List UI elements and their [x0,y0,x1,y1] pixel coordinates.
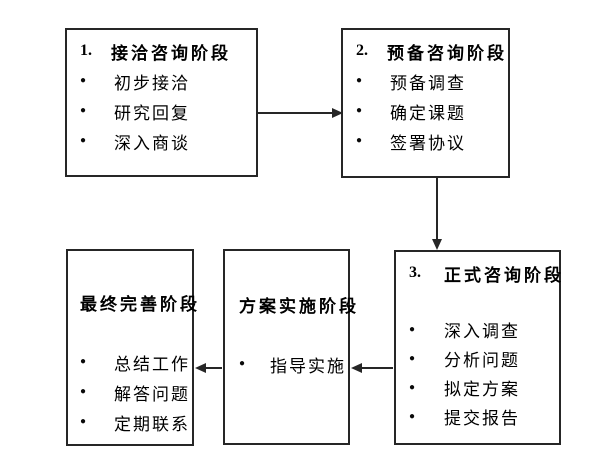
bullet-icon: ● [409,381,416,393]
stage-item-label: 提交报告 [444,409,520,428]
bullet-icon: ● [409,410,416,422]
stage-item-label: 签署协议 [390,133,466,153]
bullet-icon: ● [80,75,87,86]
bullet-icon: ● [356,135,363,146]
list-item: ● 定期联系 [68,407,192,437]
stage-item-label: 深入调查 [444,322,520,341]
arrow-stage2-to-stage3 [432,178,442,250]
stage-header: 2. 预备咨询阶段 [343,36,508,66]
stage-item-label: 研究回复 [114,103,190,123]
stage-header: 方案实施阶段 [225,289,356,319]
bullet-icon: ● [356,75,363,86]
list-item: ● 深入调查 [396,315,559,344]
stage-header: 1. 接洽咨询阶段 [67,36,256,66]
arrow-stage1-to-stage2 [258,108,343,118]
bullet-icon: ● [80,356,87,367]
stage-box-preparatory-consulting: 2. 预备咨询阶段 ● 预备调查 ● 确定课题 ● 签署协议 [341,28,510,178]
stage-title: 接洽咨询阶段 [111,43,231,63]
stage-item-label: 确定课题 [390,103,466,123]
list-item: ● 拟定方案 [396,373,559,402]
stage-item-list: ● 总结工作 ● 解答问题 ● 定期联系 [68,347,192,437]
list-item: ● 提交报告 [396,402,559,431]
bullet-icon: ● [80,416,87,427]
bullet-icon: ● [80,105,87,116]
arrow-implementation-to-final [195,363,222,373]
stage-title: 正式咨询阶段 [444,265,564,285]
stage-box-formal-consulting: 3. 正式咨询阶段 ● 深入调查 ● 分析问题 ● 拟定方案 ● 提交报告 [394,250,561,445]
stage-item-label: 指导实施 [270,356,346,376]
list-item: ● 指导实施 [225,349,348,379]
list-item: ● 预备调查 [343,66,508,96]
list-item: ● 分析问题 [396,344,559,373]
stage-item-label: 总结工作 [114,354,190,374]
bullet-icon: ● [80,386,87,397]
stage-box-final-improvement: 最终完善阶段 ● 总结工作 ● 解答问题 ● 定期联系 [66,249,197,446]
stage-number: 2. [356,42,368,59]
bullet-icon: ● [409,352,416,364]
list-item: ● 确定课题 [343,96,508,126]
stage-title: 方案实施阶段 [239,296,359,316]
arrow-stage3-to-implementation [351,363,393,373]
list-item: ● 初步接洽 [67,66,256,96]
bullet-icon: ● [356,105,363,116]
list-item: ● 解答问题 [68,377,192,407]
list-item: ● 研究回复 [67,96,256,126]
stage-item-list: ● 初步接洽 ● 研究回复 ● 深入商谈 [67,66,256,156]
stage-box-plan-implementation: 方案实施阶段 ● 指导实施 [223,249,356,445]
stage-item-label: 定期联系 [114,414,190,434]
bullet-icon: ● [80,135,87,146]
stage-item-list: ● 深入调查 ● 分析问题 ● 拟定方案 ● 提交报告 [396,315,559,431]
list-item: ● 深入商谈 [67,126,256,156]
list-item: ● 签署协议 [343,126,508,156]
stage-title: 最终完善阶段 [80,294,200,314]
bullet-icon: ● [409,323,416,335]
stage-item-label: 初步接洽 [114,73,190,93]
stage-item-label: 预备调查 [390,73,466,93]
list-item: ● 总结工作 [68,347,192,377]
bullet-icon: ● [239,358,246,369]
stage-item-label: 拟定方案 [444,380,520,399]
stage-header: 最终完善阶段 [68,287,197,317]
stage-item-label: 分析问题 [444,351,520,370]
stage-item-label: 深入商谈 [114,133,190,153]
stage-number: 1. [80,42,92,59]
stage-header: 3. 正式咨询阶段 [396,258,561,288]
stage-number: 3. [409,264,421,281]
stage-item-list: ● 预备调查 ● 确定课题 ● 签署协议 [343,66,508,156]
stage-item-list: ● 指导实施 [225,349,348,379]
stage-item-label: 解答问题 [114,384,190,404]
stage-box-contact-consulting: 1. 接洽咨询阶段 ● 初步接洽 ● 研究回复 ● 深入商谈 [65,28,258,177]
stage-title: 预备咨询阶段 [387,43,507,63]
